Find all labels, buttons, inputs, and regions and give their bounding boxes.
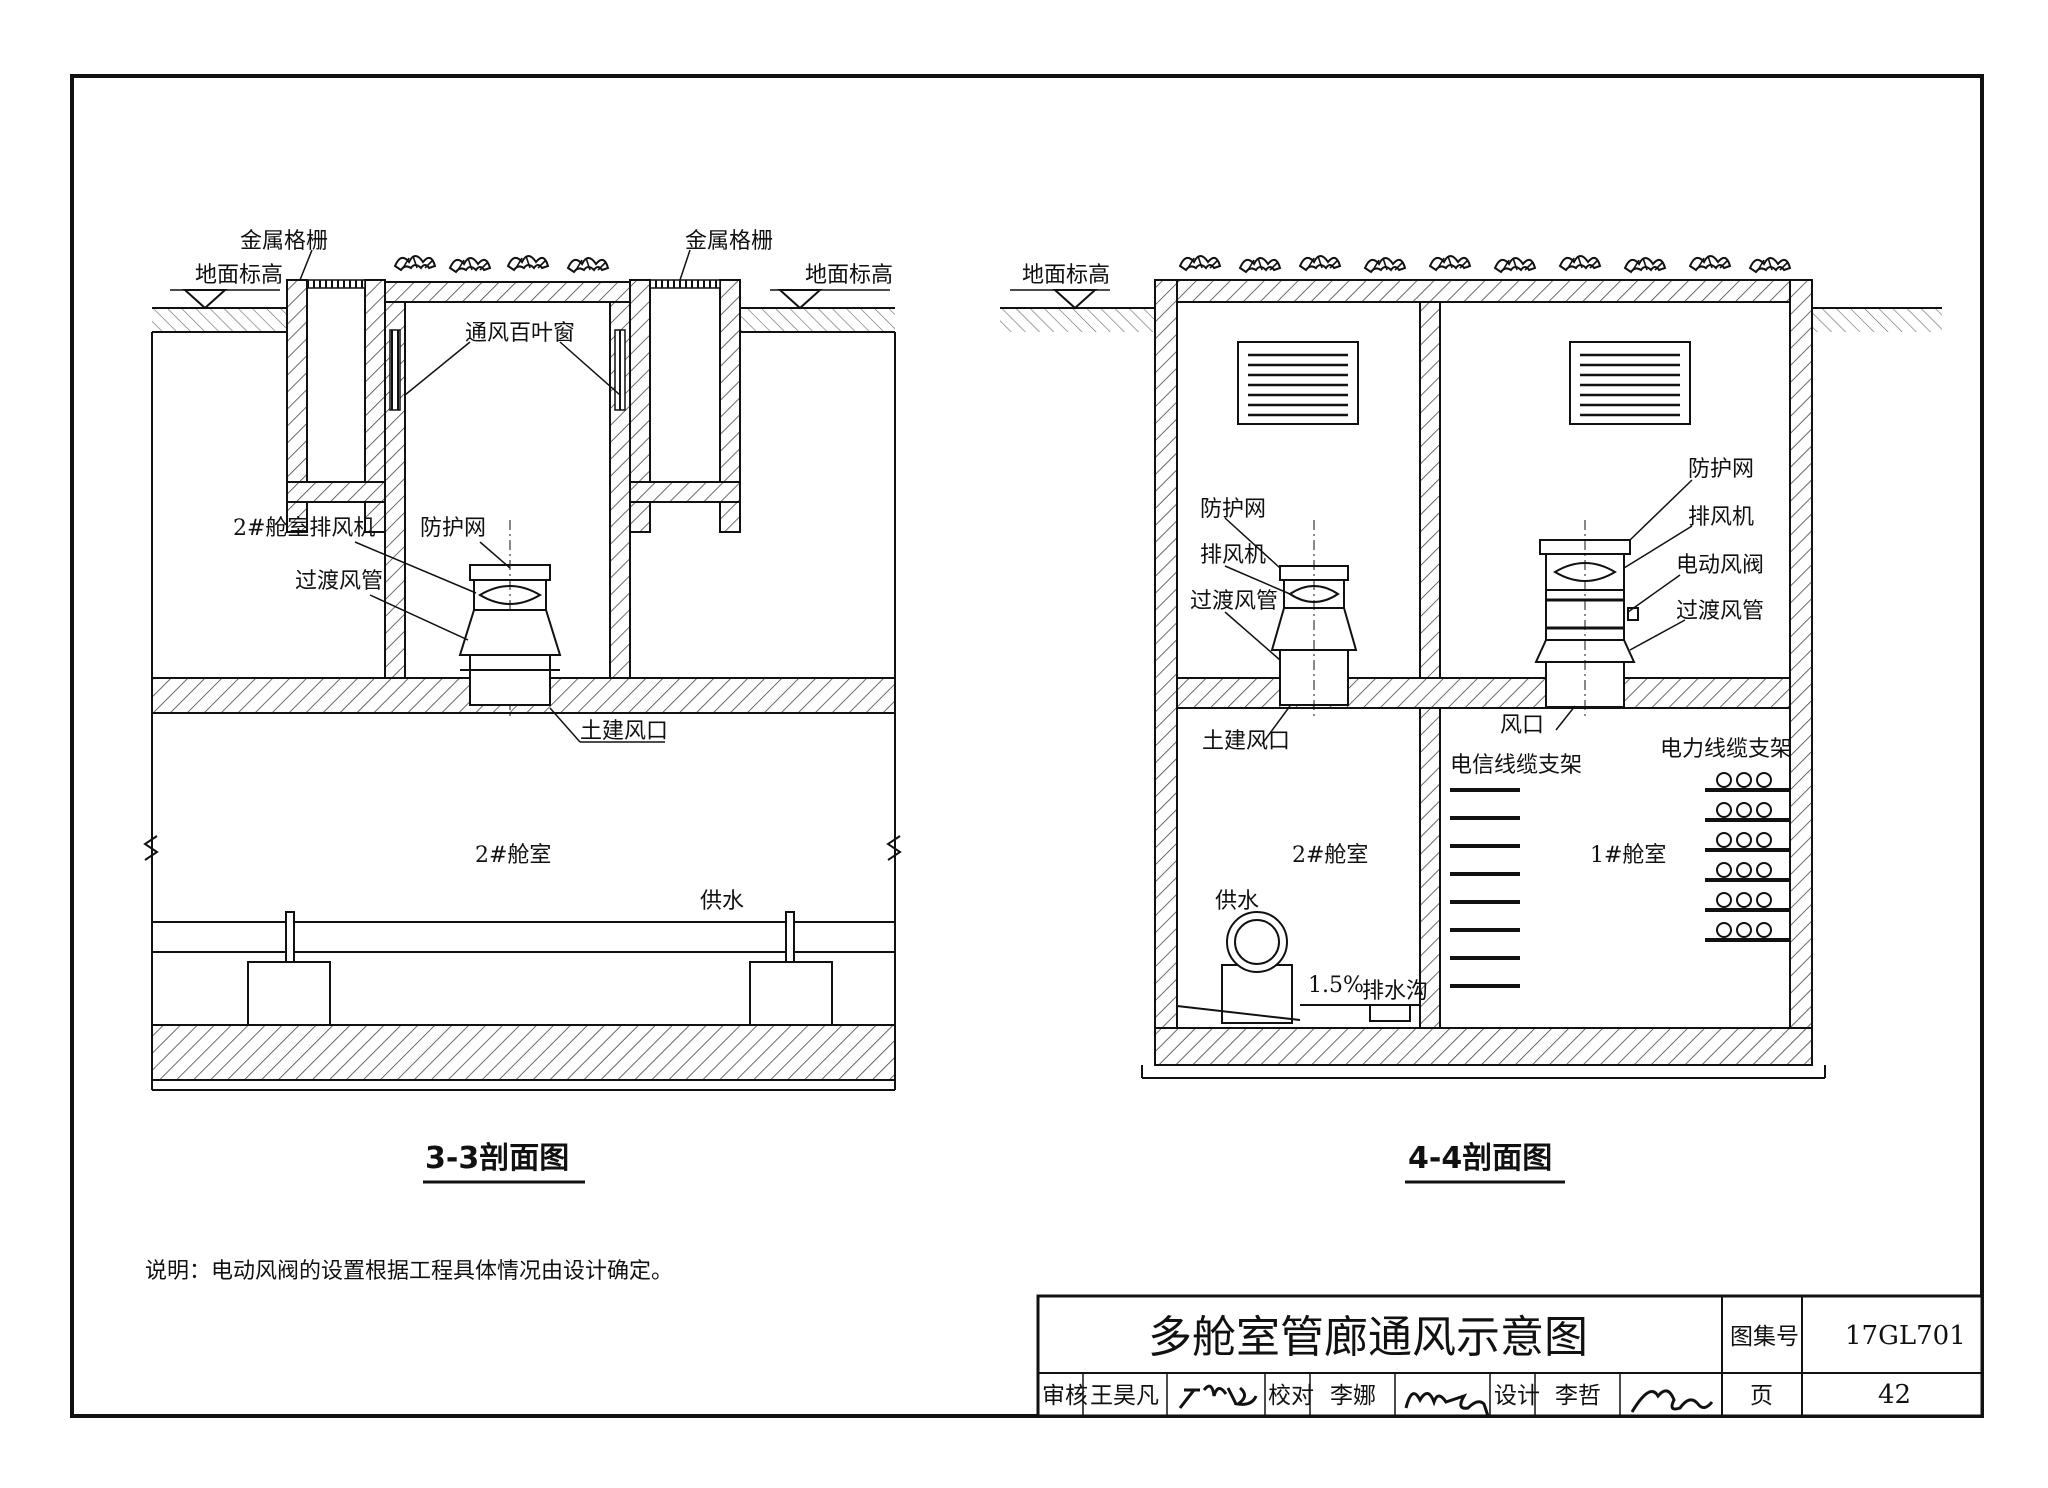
signature-checker	[1404, 1392, 1490, 1417]
label-exhaust-fan-right: 排风机	[1688, 505, 1754, 530]
bottom-slab-33	[151, 1024, 896, 1081]
atlas-no-label: 图集号	[1730, 1324, 1799, 1350]
label-civil-opening-44: 土建风口	[1202, 729, 1290, 754]
louver-grille-left	[1237, 341, 1359, 425]
label-guard-net: 防护网	[420, 516, 486, 541]
label-electric-damper: 电动风阀	[1676, 553, 1764, 578]
label-slope: 1.5%	[1308, 973, 1364, 998]
signature-designer	[1630, 1389, 1714, 1413]
soil-right	[740, 308, 895, 332]
louver-right	[614, 329, 626, 411]
label-telecom-rack: 电信线缆支架	[1450, 753, 1582, 778]
label-guard-net-left: 防护网	[1200, 497, 1266, 522]
label-power-rack: 电力线缆支架	[1660, 737, 1792, 762]
louver-left	[389, 329, 401, 411]
water-pipe-44	[1221, 911, 1293, 1024]
label-exhaust-fan-left: 排风机	[1200, 543, 1266, 568]
page-number: 42	[1878, 1380, 1911, 1410]
exhaust-fan-33	[458, 520, 562, 720]
label-exhaust-fan: 2#舱室排风机	[233, 516, 375, 541]
metal-grate-left	[306, 279, 366, 289]
label-transition-duct-left: 过渡风管	[1190, 589, 1278, 614]
soil-left	[152, 308, 287, 332]
title-block: 多舱室管廊通风示意图 图集号 17GL701 审核 王昊凡 校对 李娜 设计 李…	[1036, 1294, 1984, 1418]
label-ground-level-right: 地面标高	[805, 263, 893, 288]
label-chamber-2-44: 2#舱室	[1292, 843, 1368, 868]
metal-grate-right	[649, 279, 721, 289]
power-rack	[1705, 772, 1790, 942]
label-civil-opening: 土建风口	[580, 719, 668, 744]
box-floor-44	[1154, 1027, 1813, 1066]
note-text: 说明：电动风阀的设置根据工程具体情况由设计确定。	[145, 1259, 673, 1284]
box-roof-44	[1154, 279, 1813, 303]
reviewer-name: 王昊凡	[1090, 1383, 1159, 1409]
label-transition-duct: 过渡风管	[295, 569, 383, 594]
check-label: 校对	[1268, 1383, 1314, 1409]
label-water-supply: 供水	[700, 889, 744, 914]
label-ground-level-44: 地面标高	[1022, 263, 1110, 288]
label-air-opening: 风口	[1500, 713, 1544, 738]
label-louver: 通风百叶窗	[465, 321, 575, 346]
page-label: 页	[1750, 1383, 1773, 1409]
label-drain: 排水沟	[1362, 979, 1428, 1004]
exhaust-fan-44-right	[1534, 520, 1639, 720]
label-metal-grate-right: 金属格栅	[685, 229, 773, 254]
label-chamber-2: 2#舱室	[475, 843, 551, 868]
designer-name: 李哲	[1555, 1383, 1601, 1409]
section-title-3-3: 3-3剖面图	[425, 1141, 569, 1176]
telecom-rack	[1450, 788, 1520, 988]
design-label: 设计	[1494, 1383, 1540, 1409]
water-pipe-33	[151, 921, 896, 953]
label-ground-level-left: 地面标高	[195, 263, 283, 288]
label-transition-duct-right: 过渡风管	[1676, 599, 1764, 624]
section-3-3: 金属格栅 金属格栅 地面标高 地面标高 通风百叶窗 2#舱室排风机 防护网 过渡…	[143, 229, 902, 1184]
atlas-no: 17GL701	[1845, 1321, 1966, 1351]
exhaust-fan-44-left	[1270, 520, 1358, 720]
sheet-border	[70, 74, 1984, 1418]
louver-grille-right	[1569, 341, 1691, 425]
section-4-4: 地面标高 防护网 排风机 过渡风管 土建风口 防护网 排风机 电动风阀 过渡风管…	[1000, 255, 1942, 1184]
checker-name: 李娜	[1330, 1383, 1376, 1409]
label-metal-grate-left: 金属格栅	[240, 229, 328, 254]
drawing-title: 多舱室管廊通风示意图	[1148, 1312, 1588, 1363]
review-label: 审核	[1042, 1383, 1088, 1409]
label-water-supply-44: 供水	[1215, 889, 1259, 914]
signature-reviewer	[1178, 1384, 1258, 1409]
label-chamber-1-44: 1#舱室	[1590, 843, 1666, 868]
section-title-4-4: 4-4剖面图	[1408, 1141, 1552, 1176]
label-guard-net-right: 防护网	[1688, 457, 1754, 482]
vegetation	[394, 255, 436, 271]
